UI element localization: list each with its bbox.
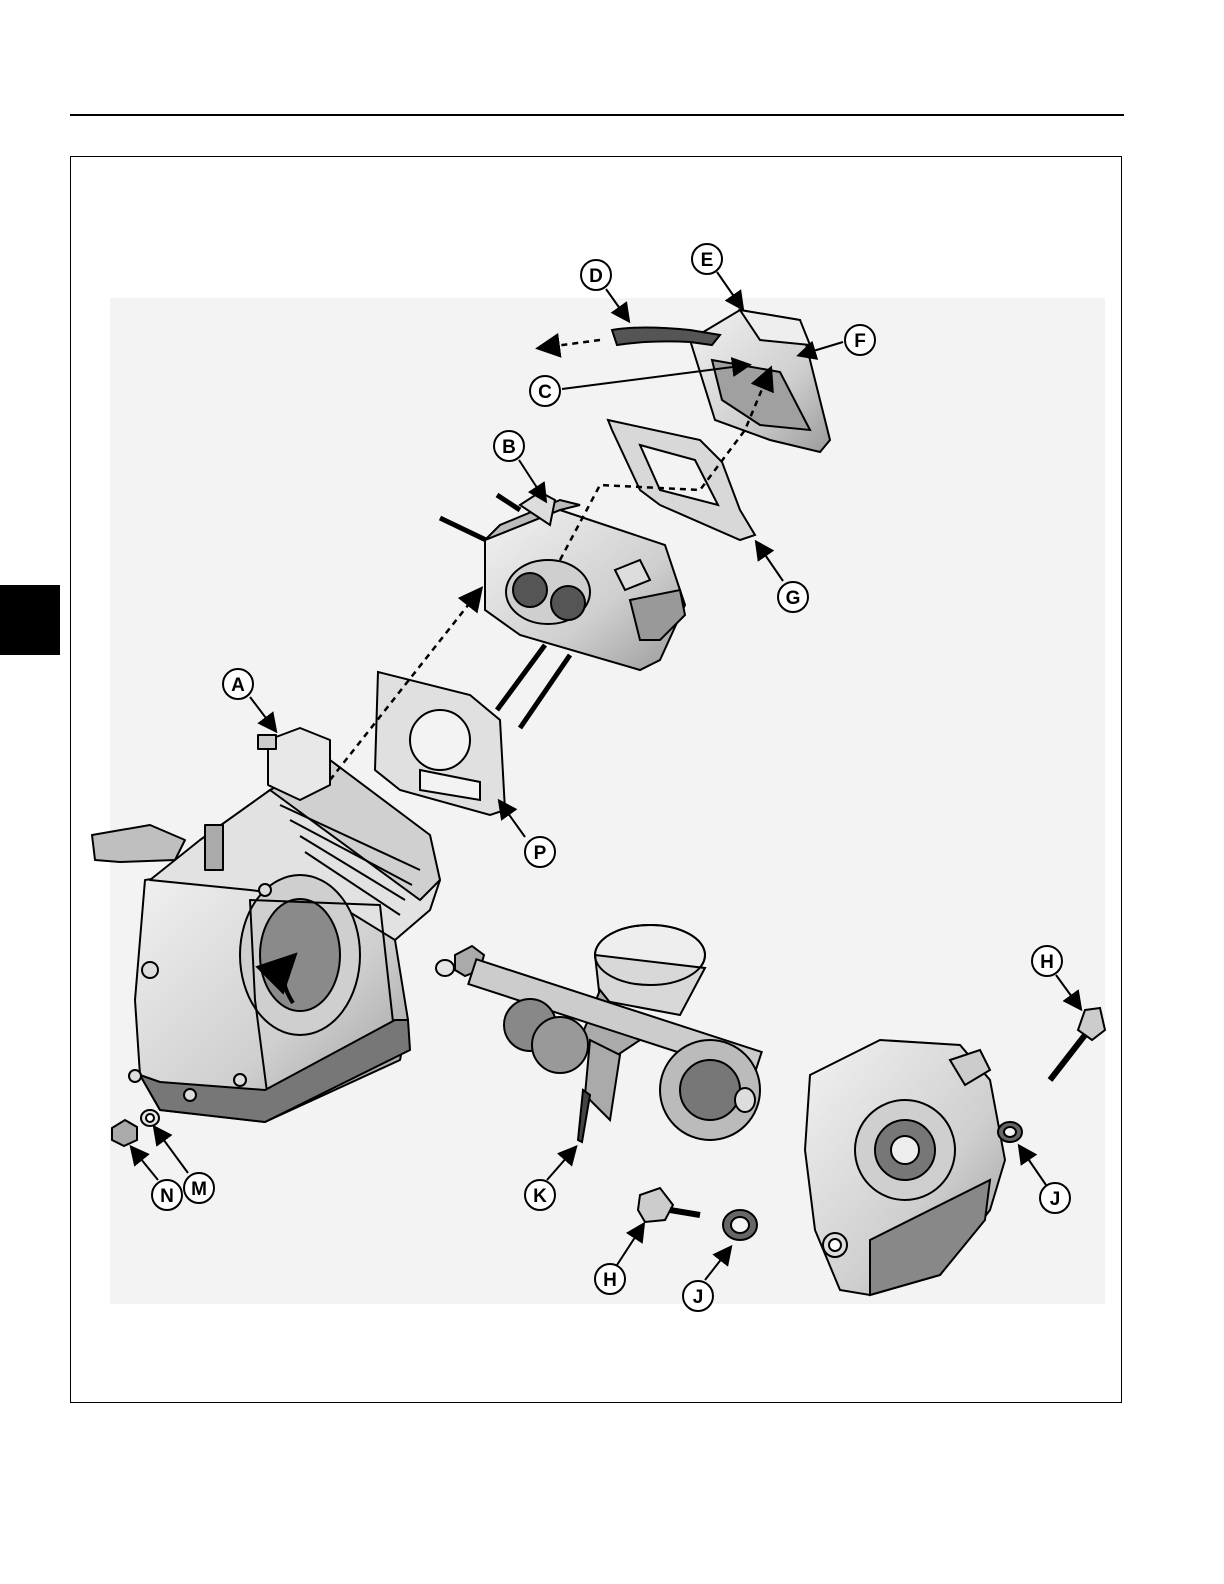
callout-j-right-label: J xyxy=(1050,1189,1061,1210)
callout-p-label: P xyxy=(534,843,547,864)
push-rods xyxy=(497,645,570,728)
callout-c: C xyxy=(530,376,560,406)
callout-e: E xyxy=(692,244,722,274)
callout-j-bottom: J xyxy=(683,1281,713,1311)
callout-f-label: F xyxy=(854,331,866,352)
callout-d-label: D xyxy=(589,266,603,287)
callout-m-label: M xyxy=(191,1179,207,1200)
callout-e-label: E xyxy=(701,250,714,271)
bolt-n xyxy=(112,1120,137,1146)
callout-h-right-label: H xyxy=(1040,952,1054,973)
crankcase-cover xyxy=(805,1040,1005,1295)
cylinder-block xyxy=(92,728,440,1122)
callout-p: P xyxy=(525,837,555,867)
oil-seal-j-bottom xyxy=(723,1210,757,1240)
callout-b-label: B xyxy=(502,437,516,458)
callout-j-right: J xyxy=(1040,1183,1070,1213)
callout-n-label: N xyxy=(160,1186,174,1207)
callout-b: B xyxy=(494,431,524,461)
dipstick-h-right xyxy=(1050,1008,1105,1080)
dipstick-h-bottom xyxy=(638,1188,700,1222)
callout-n: N xyxy=(152,1180,182,1210)
oil-seal-j-right xyxy=(998,1122,1022,1142)
valve-cover-gasket xyxy=(608,420,755,540)
crankshaft-piston-assembly xyxy=(468,925,761,1142)
callout-m: M xyxy=(184,1173,214,1203)
callout-k: K xyxy=(525,1180,555,1210)
callout-c-label: C xyxy=(538,382,552,403)
callout-g: G xyxy=(778,582,808,612)
head-gasket xyxy=(375,672,505,815)
callout-k-label: K xyxy=(533,1186,547,1207)
callout-a: A xyxy=(223,669,253,699)
callout-g-label: G xyxy=(786,588,801,609)
callout-d: D xyxy=(581,260,611,290)
callout-f: F xyxy=(845,325,875,355)
callout-h-bottom-label: H xyxy=(603,1270,617,1291)
callout-h-right: H xyxy=(1032,946,1062,976)
callout-j-bottom-label: J xyxy=(693,1287,704,1308)
callout-h-bottom: H xyxy=(595,1264,625,1294)
washer-m xyxy=(141,1110,159,1126)
breather-hose xyxy=(612,328,720,346)
callout-a-label: A xyxy=(231,675,245,696)
cylinder-head xyxy=(440,492,685,670)
valve-cover xyxy=(690,310,830,452)
